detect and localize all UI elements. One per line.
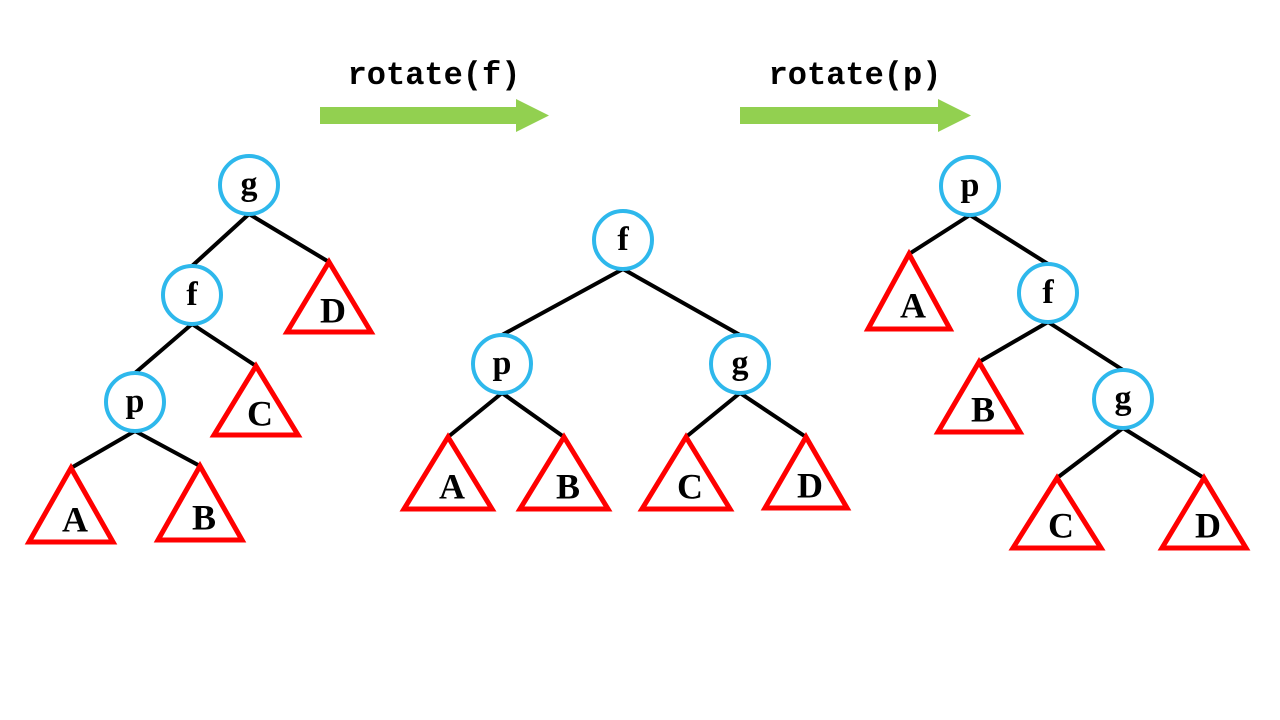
rotate-p-arrow-label: rotate(p): [769, 57, 942, 94]
arrows-layer: rotate(f) rotate(p): [320, 57, 971, 132]
tree-after-rotate-p-subtree-shape-A[interactable]: [863, 248, 955, 332]
tree-before-subtree-shape-D[interactable]: [282, 257, 376, 335]
tree-before-subtree-shape-A[interactable]: [24, 462, 118, 545]
tree-after-rotate-p-subtree-label-A: A: [900, 285, 926, 325]
tree-before-edge-2: [133, 322, 194, 375]
tree-after-rotate-p-edge-4: [1055, 426, 1125, 480]
tree-before-edge-0: [190, 212, 251, 268]
tree-after-rotate-p-node-label-f: f: [1042, 274, 1054, 311]
tree-before-edge-1: [247, 212, 331, 264]
tree-after-rotate-p-subtree-shape-B[interactable]: [933, 357, 1025, 435]
tree-after-rotate-p-subtree-D[interactable]: D: [1157, 473, 1251, 551]
tree-after-rotate-p-subtree-shape-C[interactable]: [1008, 473, 1106, 551]
tree-after-rotate-f-node-p[interactable]: p: [471, 333, 533, 395]
tree-after-rotate-f: A B C Df p g: [399, 209, 852, 512]
tree-after-rotate-f-subtree-label-A: A: [439, 466, 465, 506]
tree-after-rotate-f-node-f[interactable]: f: [592, 209, 654, 271]
tree-before-node-p[interactable]: p: [104, 371, 166, 433]
tree-after-rotate-f-subtree-label-B: B: [556, 466, 580, 506]
tree-after-rotate-p-subtree-label-B: B: [971, 389, 995, 429]
tree-after-rotate-p-edge-1: [968, 213, 1050, 266]
tree-after-rotate-p-node-p[interactable]: p: [939, 155, 1001, 217]
tree-before-node-f[interactable]: f: [161, 264, 223, 326]
tree-after-rotate-f-subtree-shape-D[interactable]: [760, 432, 852, 511]
rotate-f-arrow-group: rotate(f): [320, 57, 549, 132]
tree-before-subtree-C[interactable]: C: [209, 361, 303, 438]
tree-after-rotate-f-subtree-label-C: C: [677, 466, 703, 506]
tree-after-rotate-p-subtree-shape-D[interactable]: [1157, 473, 1251, 551]
tree-after-rotate-p-edge-0: [907, 213, 972, 256]
tree-before-subtree-D[interactable]: D: [282, 257, 376, 335]
tree-after-rotate-f-subtree-label-D: D: [797, 465, 823, 505]
tree-after-rotate-f-subtree-D[interactable]: D: [760, 432, 852, 511]
tree-after-rotate-f-subtree-A[interactable]: A: [399, 432, 497, 512]
tree-after-rotate-f-node-circle-g[interactable]: [709, 333, 771, 395]
tree-after-rotate-p-node-label-g: g: [1115, 380, 1132, 417]
tree-after-rotate-p-edge-2: [977, 320, 1050, 364]
tree-before: D C A Bg f p: [24, 154, 376, 545]
rotate-f-arrow-label: rotate(f): [348, 57, 521, 94]
tree-after-rotate-p-node-label-p: p: [961, 167, 980, 204]
tree-after-rotate-p-subtree-C[interactable]: C: [1008, 473, 1106, 551]
tree-before-edge-4: [69, 429, 137, 470]
tree-before-edge-3: [190, 322, 258, 368]
tree-before-subtree-label-C: C: [247, 393, 273, 433]
tree-after-rotate-f-subtree-shape-A[interactable]: [399, 432, 497, 512]
tree-after-rotate-p-edge-3: [1046, 320, 1125, 372]
tree-before-edge-5: [133, 429, 202, 468]
tree-before-subtree-A[interactable]: A: [24, 462, 118, 545]
tree-after-rotate-f-node-circle-p[interactable]: [471, 333, 533, 395]
tree-before-subtree-label-A: A: [62, 499, 88, 539]
tree-after-rotate-p-subtree-A[interactable]: A: [863, 248, 955, 332]
tree-before-subtree-B[interactable]: B: [153, 460, 247, 543]
tree-before-node-label-p: p: [126, 383, 145, 420]
tree-after-rotate-f-subtree-shape-B[interactable]: [515, 432, 613, 512]
tree-before-node-circle-g[interactable]: [218, 154, 280, 216]
tree-after-rotate-p-subtree-B[interactable]: B: [933, 357, 1025, 435]
tree-after-rotate-f-node-circle-f[interactable]: [592, 209, 654, 271]
tree-after-rotate-f-edge-0: [500, 267, 625, 337]
rotate-p-arrow-group: rotate(p): [740, 57, 971, 132]
tree-before-node-label-g: g: [241, 166, 258, 203]
tree-before-subtree-shape-B[interactable]: [153, 460, 247, 543]
tree-after-rotate-p-node-circle-p[interactable]: [939, 155, 1001, 217]
tree-after-rotate-f-edge-1: [621, 267, 742, 337]
tree-before-subtree-shape-C[interactable]: [209, 361, 303, 438]
tree-after-rotate-f-subtree-C[interactable]: C: [637, 432, 735, 512]
tree-after-rotate-f-edge-2: [446, 391, 504, 439]
tree-after-rotate-p-node-f[interactable]: f: [1017, 262, 1079, 324]
tree-after-rotate-f-edge-4: [684, 391, 742, 439]
tree-after-rotate-f-node-label-f: f: [617, 221, 629, 258]
tree-after-rotate-f-node-label-g: g: [732, 345, 749, 382]
tree-after-rotate-f-edge-3: [500, 391, 566, 439]
tree-before-subtree-label-D: D: [320, 290, 346, 330]
tree-after-rotate-p-subtree-label-D: D: [1195, 505, 1221, 545]
tree-after-rotate-p-node-circle-f[interactable]: [1017, 262, 1079, 324]
rotate-f-arrow: [320, 99, 549, 132]
tree-before-node-circle-f[interactable]: [161, 264, 223, 326]
tree-after-rotate-f-subtree-shape-C[interactable]: [637, 432, 735, 512]
tree-after-rotate-p: A B C Dp f g: [863, 155, 1251, 551]
tree-after-rotate-f-subtree-B[interactable]: B: [515, 432, 613, 512]
tree-after-rotate-p-node-circle-g[interactable]: [1092, 368, 1154, 430]
tree-after-rotate-p-subtree-label-C: C: [1048, 505, 1074, 545]
tree-before-node-g[interactable]: g: [218, 154, 280, 216]
tree-after-rotate-f-edge-5: [738, 391, 808, 439]
tree-before-node-circle-p[interactable]: [104, 371, 166, 433]
tree-after-rotate-p-node-g[interactable]: g: [1092, 368, 1154, 430]
tree-after-rotate-f-node-label-p: p: [493, 345, 512, 382]
tree-after-rotate-f-node-g[interactable]: g: [709, 333, 771, 395]
rotate-p-arrow: [740, 99, 971, 132]
tree-before-subtree-label-B: B: [192, 497, 216, 537]
tree-after-rotate-p-edge-5: [1121, 426, 1206, 480]
tree-before-node-label-f: f: [186, 276, 198, 313]
